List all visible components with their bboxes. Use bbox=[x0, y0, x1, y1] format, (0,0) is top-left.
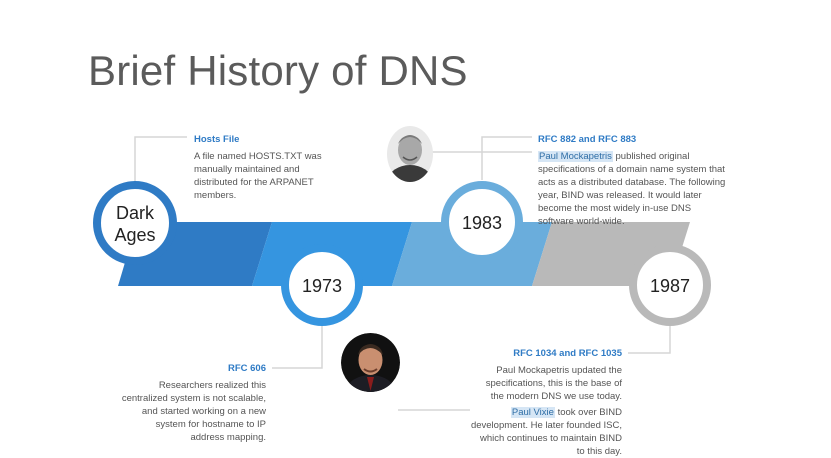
portrait-mockapetris-icon bbox=[387, 126, 433, 182]
connector-rfc606 bbox=[272, 322, 323, 369]
photo-paul-vixie bbox=[341, 333, 400, 392]
note-rfc1034: RFC 1034 and RFC 1035 Paul Mockapetris u… bbox=[470, 347, 622, 458]
note-hosts-text: A file named HOSTS.TXT was manually main… bbox=[194, 151, 322, 201]
era-label-1987: 1987 bbox=[650, 276, 690, 296]
note-rfc606: RFC 606 Researchers realized this centra… bbox=[120, 362, 266, 444]
page-title: Brief History of DNS bbox=[88, 47, 468, 94]
photo-paul-mockapetris bbox=[387, 126, 433, 182]
highlight-paul-mockapetris: Paul Mockapetris bbox=[538, 151, 613, 162]
era-label-1973: 1973 bbox=[302, 276, 342, 296]
note-rfc1034-text2: took over BIND development. He later fou… bbox=[470, 407, 622, 457]
era-label-dark-ages-line2: Ages bbox=[114, 225, 155, 245]
note-hosts-heading: Hosts File bbox=[194, 134, 240, 145]
note-rfc606-text: Researchers realized this centralized sy… bbox=[121, 380, 266, 443]
note-rfc882-text: published original specifications of a d… bbox=[538, 151, 726, 227]
note-rfc882: RFC 882 and RFC 883 Paul Mockapetris pub… bbox=[538, 133, 728, 228]
era-label-1983: 1983 bbox=[462, 213, 502, 233]
connector-rfc882 bbox=[481, 136, 532, 180]
era-label-dark-ages-line1: Dark bbox=[116, 203, 155, 223]
note-hosts-file: Hosts File A file named HOSTS.TXT was ma… bbox=[194, 133, 324, 202]
note-rfc1034-body2: Paul Vixie took over BIND development. H… bbox=[470, 406, 622, 458]
portrait-vixie-icon bbox=[341, 333, 400, 392]
connector-hosts bbox=[134, 136, 187, 197]
era-circle-1973: 1973 bbox=[281, 244, 363, 326]
note-rfc882-heading: RFC 882 and RFC 883 bbox=[538, 134, 637, 145]
note-rfc1034-heading: RFC 1034 and RFC 1035 bbox=[513, 348, 622, 359]
note-rfc882-body: Paul Mockapetris published original spec… bbox=[538, 150, 728, 228]
era-circle-dark-ages: Dark Ages bbox=[93, 181, 177, 265]
highlight-paul-vixie: Paul Vixie bbox=[510, 407, 555, 418]
note-rfc606-heading: RFC 606 bbox=[227, 363, 266, 374]
note-rfc1034-text: Paul Mockapetris updated the specificati… bbox=[485, 365, 622, 402]
era-circle-1983: 1983 bbox=[441, 181, 523, 263]
connector-rfc1034 bbox=[628, 322, 671, 354]
era-circle-1987: 1987 bbox=[629, 244, 711, 326]
